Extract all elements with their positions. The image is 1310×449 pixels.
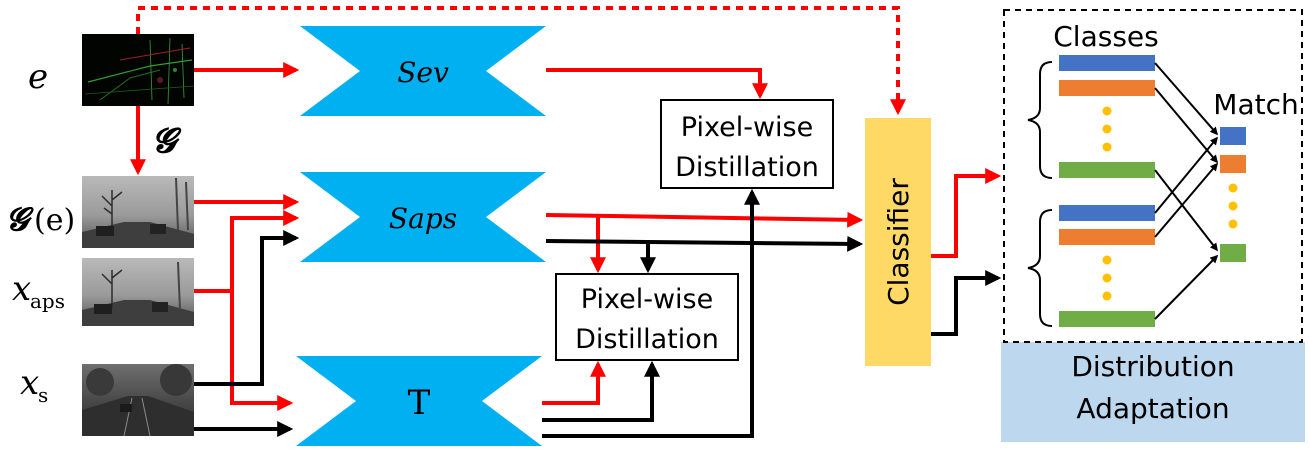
class-bar-orange-upper: [1059, 80, 1155, 96]
arrow-classifier-to-panel-black: [931, 270, 1002, 336]
class-bar-blue-upper: [1059, 55, 1155, 71]
class-bar-orange-lower: [1059, 229, 1155, 245]
distribution-line1: Distribution: [1071, 350, 1234, 383]
label-ge-script: 𝓖: [6, 200, 34, 238]
dot: [1228, 219, 1238, 229]
label-xs-sub: s: [38, 383, 48, 407]
distill-bottom-line1: Pixel-wise: [581, 284, 713, 315]
distribution-adaptation-panel: [1001, 342, 1305, 442]
red-flow-arrows: [130, 6, 1002, 411]
class-matching-dashed-box: [1003, 9, 1303, 343]
black-flow-arrows: [194, 188, 1002, 438]
dot: [1228, 201, 1238, 211]
arrow-sev-to-distill: [546, 68, 768, 100]
sev-encoder: [300, 26, 546, 116]
dot: [1102, 255, 1112, 265]
distribution-line2: Adaptation: [1076, 392, 1229, 425]
label-ge-arg: (e): [34, 203, 75, 238]
match-square-orange: [1220, 155, 1246, 173]
source-street-thumbnail: [82, 364, 194, 437]
lower-brace: [1027, 209, 1053, 327]
label-e: e: [28, 57, 48, 97]
dot: [1102, 142, 1112, 152]
arrow-xaps-to-saps: [194, 210, 300, 293]
dot: [1228, 183, 1238, 193]
label-x-s: x s: [20, 363, 48, 407]
label-xs-base: x: [20, 363, 39, 403]
dot: [1102, 291, 1112, 301]
label-g-transform: 𝓖: [152, 121, 182, 161]
dot: [1102, 106, 1112, 116]
distill-bottom-box: [555, 273, 739, 361]
classifier-label: Classifier: [882, 178, 915, 306]
dot: [1102, 124, 1112, 134]
arrow-classifier-to-panel-red: [931, 168, 1002, 258]
match-square-blue: [1220, 127, 1246, 145]
arrow-teacher-to-distill: [542, 360, 606, 405]
saps-encoder: [300, 172, 546, 262]
distill-top-line2: Distillation: [675, 152, 819, 183]
grayscale-street-thumbnail-aps: [82, 258, 194, 326]
arrow-xaps-to-teacher: [230, 291, 294, 411]
distill-top-line1: Pixel-wise: [681, 112, 813, 143]
grayscale-street-thumbnail: [82, 176, 194, 248]
arrow-saps-to-classifier-black: [545, 235, 864, 252]
label-xaps-sub: aps: [30, 289, 65, 313]
class-bar-green-upper: [1059, 162, 1155, 178]
label-xaps-base: x: [12, 269, 31, 309]
class-bar-green-lower: [1059, 311, 1155, 327]
match-square-green: [1220, 244, 1246, 262]
dot: [1102, 273, 1112, 283]
dotted-event-to-classifier: [136, 6, 906, 116]
matching-lines: [1154, 62, 1219, 320]
saps-label: Saps: [389, 202, 457, 235]
label-x-aps: x aps: [12, 269, 65, 313]
event-frame-thumbnail: [82, 34, 195, 106]
distill-top-box: [660, 99, 834, 189]
arrow-saps-to-classifier: [545, 211, 864, 228]
teacher-encoder: [296, 356, 542, 446]
upper-brace: [1027, 61, 1053, 179]
arrow-xs-to-saps: [194, 230, 300, 386]
classifier-box: [865, 118, 931, 366]
match-label: Match: [1213, 88, 1298, 121]
arrow-teacher-to-top-distill: [542, 188, 760, 438]
class-bar-blue-lower: [1059, 205, 1155, 221]
teacher-label: T: [408, 383, 431, 423]
classes-label: Classes: [1053, 20, 1158, 53]
arrow-teacher-black-to-distill: [542, 360, 660, 422]
sev-label: Sev: [397, 56, 449, 89]
label-g-of-e: 𝓖 (e): [6, 200, 75, 238]
distill-bottom-line2: Distillation: [575, 324, 719, 355]
